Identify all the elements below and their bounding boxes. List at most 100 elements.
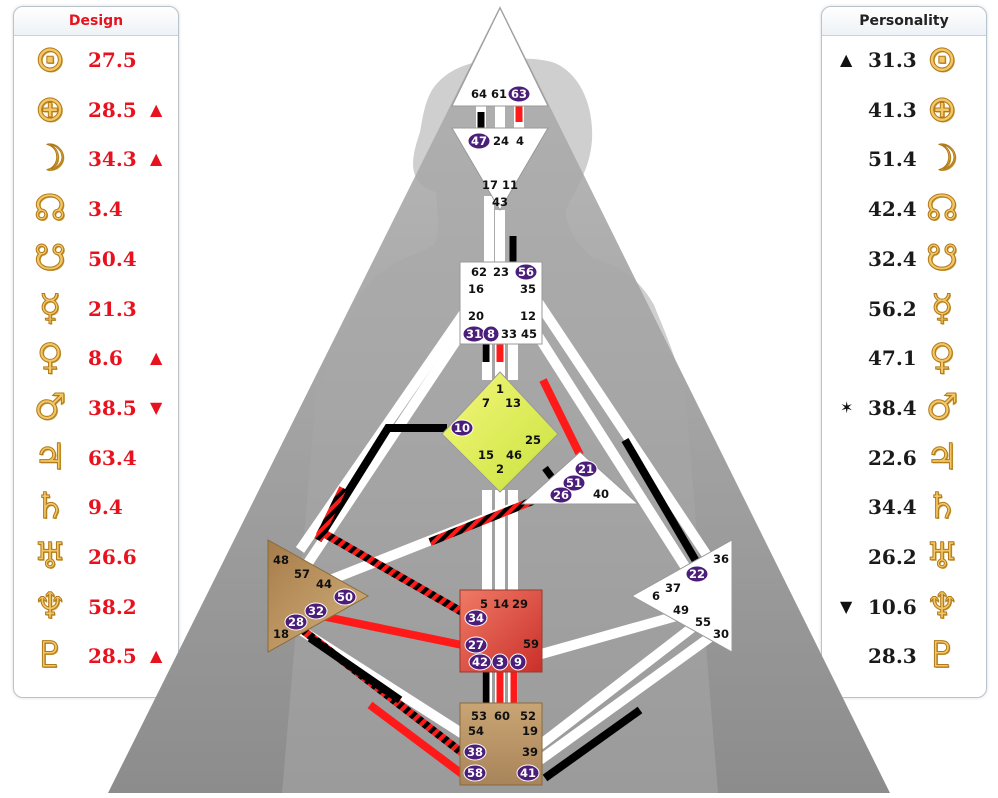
gate-28-marker: [284, 613, 308, 631]
gate-54[interactable]: 54: [468, 724, 484, 738]
gate-45[interactable]: 45: [521, 327, 537, 341]
gate-31[interactable]: 31: [466, 327, 482, 341]
gate-60[interactable]: 60: [494, 709, 510, 723]
gate-56[interactable]: 56: [518, 265, 534, 279]
gate-25[interactable]: 25: [525, 433, 541, 447]
gate-41[interactable]: 41: [520, 766, 536, 780]
earth-icon: ⊕: [926, 88, 958, 130]
gate-43[interactable]: 43: [492, 195, 508, 209]
south-node-icon: ☋: [926, 237, 959, 279]
gate-61[interactable]: 61: [491, 87, 507, 101]
channel-59-6: [518, 610, 682, 665]
gate-9-marker: [509, 653, 527, 671]
activation-value: 31.3: [868, 48, 917, 72]
solar-plexus-center[interactable]: [630, 539, 733, 653]
design-row-venus: ♀8.6▲: [14, 336, 178, 380]
gate-8[interactable]: 8: [487, 327, 495, 341]
north-node-icon: ☊: [34, 188, 67, 230]
gate-11[interactable]: 11: [502, 178, 518, 192]
gate-23[interactable]: 23: [493, 265, 509, 279]
gate-26[interactable]: 26: [553, 488, 569, 502]
activation-value: 21.3: [88, 296, 137, 321]
g-center[interactable]: [441, 371, 559, 493]
gate-27[interactable]: 27: [468, 638, 484, 652]
gate-12[interactable]: 12: [520, 309, 536, 323]
channel-19-49: [536, 606, 719, 749]
gate-20[interactable]: 20: [468, 309, 484, 323]
gate-9[interactable]: 9: [514, 655, 522, 669]
gate-46[interactable]: 46: [506, 448, 522, 462]
gate-36[interactable]: 36: [713, 552, 729, 566]
gate-64[interactable]: 64: [471, 87, 487, 101]
design-row-north-node: ☊3.4: [14, 187, 178, 231]
gate-10[interactable]: 10: [454, 421, 470, 435]
venus-icon: ♀: [928, 337, 956, 379]
gate-53[interactable]: 53: [471, 709, 487, 723]
gate-7[interactable]: 7: [482, 396, 490, 410]
gate-28[interactable]: 28: [288, 615, 304, 629]
gate-40[interactable]: 40: [593, 487, 609, 501]
gate-55[interactable]: 55: [695, 615, 711, 629]
gate-35[interactable]: 35: [520, 282, 536, 296]
gate-34[interactable]: 34: [468, 611, 484, 625]
fixing-mark: ✶: [840, 397, 854, 417]
gate-2[interactable]: 2: [496, 462, 504, 476]
gate-34-marker: [464, 609, 488, 627]
design-row-pluto: ♇28.5▲: [14, 634, 178, 678]
fixing-mark: ▲: [150, 348, 163, 368]
gate-22[interactable]: 22: [689, 567, 705, 581]
gate-5[interactable]: 5: [480, 597, 488, 611]
activation-value: 27.5: [88, 48, 137, 72]
gate-38-marker: [463, 743, 487, 761]
gate-42[interactable]: 42: [472, 655, 488, 669]
gate-4[interactable]: 4: [516, 134, 524, 148]
gate-38[interactable]: 38: [467, 745, 483, 759]
gate-18[interactable]: 18: [273, 627, 289, 641]
gate-63[interactable]: 63: [511, 87, 527, 101]
gate-33[interactable]: 33: [501, 327, 517, 341]
gate-13[interactable]: 13: [505, 396, 521, 410]
gate-1[interactable]: 1: [496, 382, 504, 396]
gate-15[interactable]: 15: [478, 448, 494, 462]
design-row-mercury: ☿21.3: [14, 287, 178, 331]
gate-14[interactable]: 14: [493, 597, 509, 611]
gate-19[interactable]: 19: [522, 724, 538, 738]
gate-50[interactable]: 50: [337, 590, 353, 604]
activation-value: 28.3: [868, 644, 917, 669]
gate-3[interactable]: 3: [496, 655, 504, 669]
gate-24[interactable]: 24: [493, 134, 509, 148]
gate-17[interactable]: 17: [482, 178, 498, 192]
gate-44[interactable]: 44: [316, 577, 332, 591]
personality-row-moon: ☽51.4: [822, 137, 986, 181]
gate-30[interactable]: 30: [713, 627, 729, 641]
gate-58-marker: [463, 764, 487, 782]
gate-3-marker: [491, 653, 509, 671]
gate-32[interactable]: 32: [308, 604, 324, 618]
activation-value: 34.3: [88, 147, 137, 172]
gate-52[interactable]: 52: [520, 709, 536, 723]
personality-row-south-node: ☋32.4: [822, 237, 986, 281]
channel-20-57: [285, 317, 475, 593]
gate-47[interactable]: 47: [471, 134, 487, 148]
gate-57[interactable]: 57: [294, 567, 310, 581]
gate-6[interactable]: 6: [652, 589, 660, 603]
gate-59[interactable]: 59: [523, 637, 539, 651]
gate-48[interactable]: 48: [273, 553, 289, 567]
gate-37[interactable]: 37: [665, 581, 681, 595]
gate-49[interactable]: 49: [673, 603, 689, 617]
gate-58[interactable]: 58: [467, 766, 483, 780]
sun-icon: ⊙: [926, 39, 958, 81]
gate-62[interactable]: 62: [471, 265, 487, 279]
venus-icon: ♀: [36, 337, 64, 379]
channel-12-22: [523, 317, 705, 593]
personality-row-north-node: ☊42.4: [822, 187, 986, 231]
gate-16[interactable]: 16: [468, 282, 484, 296]
fixing-mark: ▼: [840, 596, 853, 616]
gate-39[interactable]: 39: [522, 745, 538, 759]
gate-29[interactable]: 29: [512, 597, 528, 611]
design-row-earth: ⊕28.5▲: [14, 88, 178, 132]
gate-21[interactable]: 21: [578, 462, 594, 476]
gate-51[interactable]: 51: [566, 476, 582, 490]
head-center[interactable]: [451, 6, 549, 107]
